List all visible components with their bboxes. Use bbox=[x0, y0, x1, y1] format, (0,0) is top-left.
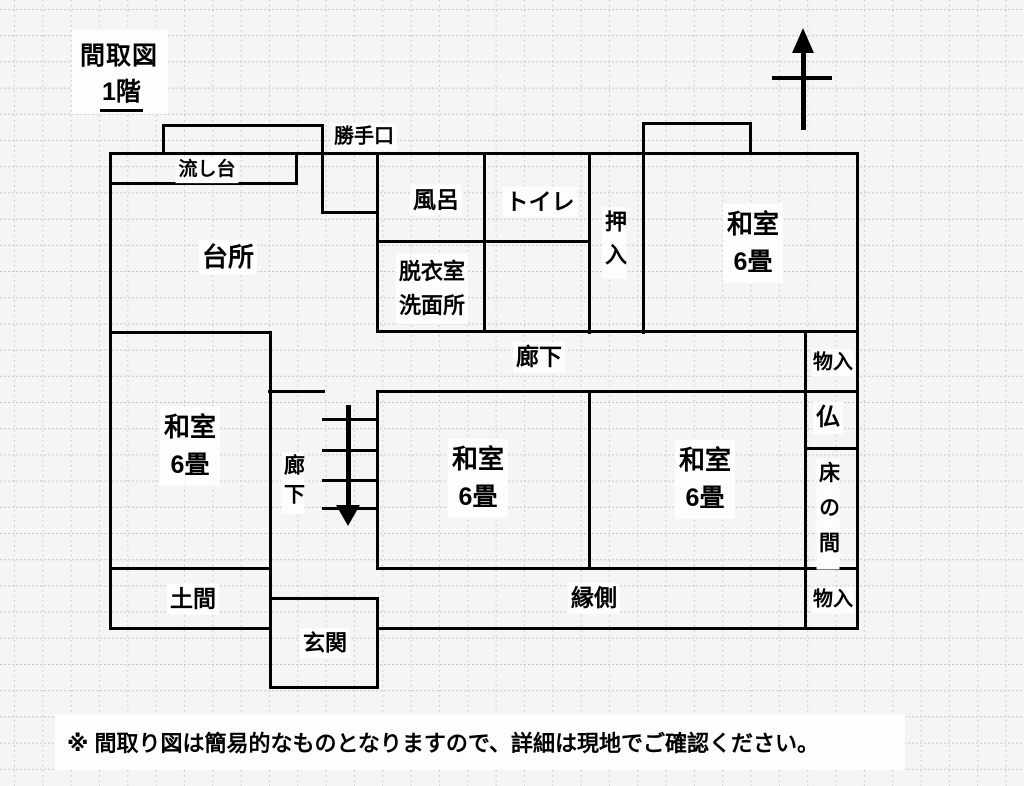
wall-segment bbox=[108, 626, 272, 630]
wall-segment bbox=[161, 123, 324, 127]
room-label-closet-oshiire: 押入 bbox=[602, 207, 627, 279]
wall-segment bbox=[641, 121, 645, 155]
room-name: 和室 bbox=[451, 443, 505, 474]
footer-note-box: ※ 間取り図は簡易的なものとなりますので、詳細は現地でご確認ください。 bbox=[55, 714, 905, 770]
label-sink: 流し台 bbox=[175, 157, 239, 183]
wall-segment bbox=[587, 389, 591, 570]
room-name: 和室 bbox=[163, 411, 217, 442]
room-label-corridor-lower: 廊下 bbox=[281, 452, 305, 514]
floor-label: 1階 bbox=[100, 72, 143, 112]
stairs-arrow-shaft bbox=[346, 405, 351, 507]
room-size: 6畳 bbox=[685, 483, 725, 512]
wall-segment bbox=[268, 330, 272, 689]
wall-segment bbox=[268, 596, 379, 600]
wall-segment bbox=[375, 596, 379, 689]
wall-segment bbox=[803, 446, 859, 450]
room-label-corridor-upper: 廊下 bbox=[513, 341, 565, 373]
wall-segment bbox=[375, 239, 591, 243]
room-label-dressing-washroom: 脱衣室 洗面所 bbox=[395, 253, 469, 325]
room-size: 6畳 bbox=[170, 450, 210, 479]
wall-segment bbox=[108, 151, 112, 630]
wall-segment bbox=[108, 330, 272, 334]
wall-segment bbox=[641, 151, 645, 334]
wall-segment bbox=[108, 181, 298, 185]
wall-segment bbox=[267, 389, 325, 393]
wall-segment bbox=[268, 685, 379, 689]
label-storage-lower: 物入 bbox=[812, 586, 854, 614]
plan-title: 間取図 1階 bbox=[72, 30, 169, 114]
room-label-doma: 土間 bbox=[167, 583, 219, 615]
room-name: 和室 bbox=[678, 444, 732, 475]
wall-segment bbox=[161, 123, 165, 155]
room-name: 和室 bbox=[726, 208, 780, 239]
room-label-bath: 風呂 bbox=[410, 184, 462, 216]
wall-segment bbox=[748, 121, 752, 155]
room-label-washitsu-center: 和室 6畳 bbox=[447, 438, 509, 518]
wall-segment bbox=[375, 389, 859, 393]
room-label-butsuma: 仏 bbox=[813, 402, 843, 434]
label-storage-upper: 物入 bbox=[812, 349, 854, 377]
room-label-kitchen: 台所 bbox=[198, 239, 258, 275]
wall-segment bbox=[641, 121, 752, 125]
room-label-washitsu-west: 和室 6畳 bbox=[159, 406, 221, 486]
wall-segment bbox=[803, 330, 807, 630]
wall-segment bbox=[320, 210, 379, 214]
wall-segment bbox=[587, 151, 591, 334]
room-label-engawa: 縁側 bbox=[568, 582, 620, 614]
page-title: 間取図 bbox=[80, 42, 159, 70]
north-arrow-icon bbox=[770, 25, 834, 133]
room-label-washitsu-ne: 和室 6畳 bbox=[722, 203, 784, 283]
wall-segment bbox=[375, 329, 859, 333]
label-back-door: 勝手口 bbox=[331, 123, 397, 151]
stairs-arrow-head bbox=[336, 505, 360, 526]
room-label-washitsu-east: 和室 6畳 bbox=[674, 439, 736, 519]
footer-note: ※ 間取り図は簡易的なものとなりますので、詳細は現地でご確認ください。 bbox=[67, 731, 819, 756]
room-size: 6畳 bbox=[458, 482, 498, 511]
wall-segment bbox=[108, 566, 272, 570]
wall-segment bbox=[375, 626, 859, 630]
wall-segment bbox=[294, 151, 298, 185]
north-arrow-shaft bbox=[801, 47, 806, 130]
north-arrow-head bbox=[792, 28, 814, 53]
room-label-tokonoma: 床の間 bbox=[816, 458, 840, 570]
room-label-genkan: 玄関 bbox=[299, 628, 351, 658]
room-label-toilet: トイレ bbox=[502, 186, 578, 218]
north-arrow-crossbar bbox=[772, 76, 832, 80]
wall-segment bbox=[375, 566, 859, 570]
wall-segment bbox=[320, 123, 324, 214]
room-size: 6畳 bbox=[733, 247, 773, 276]
